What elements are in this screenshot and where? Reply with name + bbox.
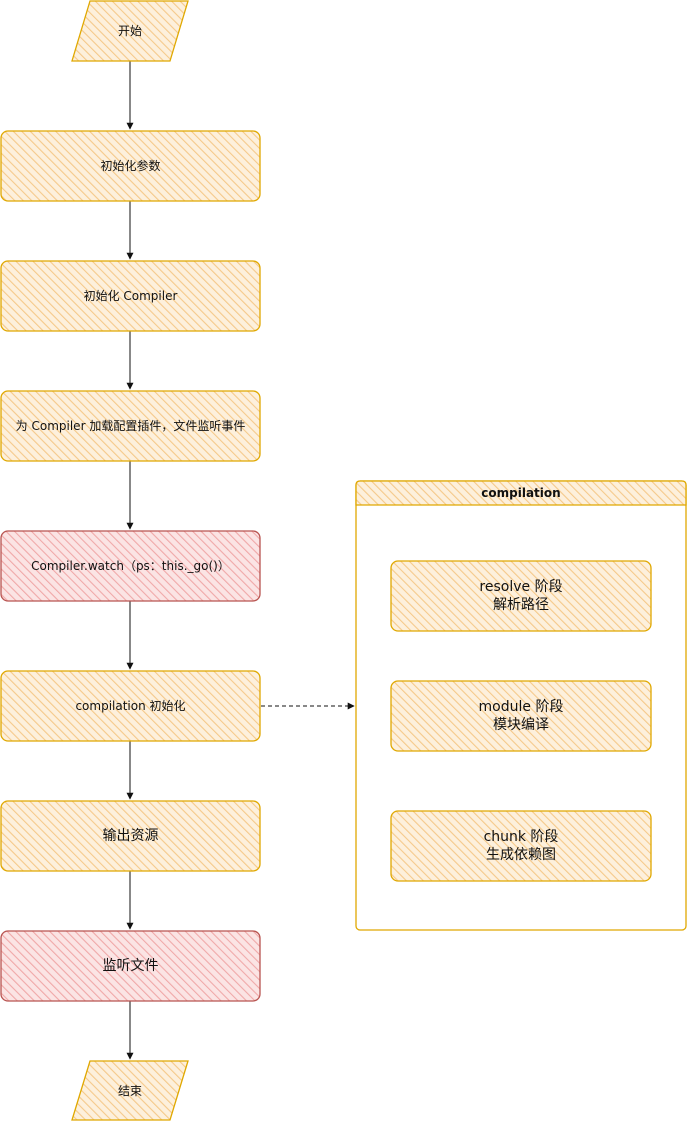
- load-plugins-node[interactable]: [0, 390, 261, 462]
- output-assets-node[interactable]: [0, 800, 261, 872]
- resolve-stage-node[interactable]: [390, 560, 652, 632]
- init-compiler-node[interactable]: [0, 260, 261, 332]
- compilation-init-node[interactable]: [0, 670, 261, 742]
- watch-files-node[interactable]: [0, 930, 261, 1002]
- module-stage-node[interactable]: [390, 680, 652, 752]
- end-node[interactable]: [71, 1060, 189, 1121]
- compiler-watch-node[interactable]: [0, 530, 261, 602]
- chunk-stage-node[interactable]: [390, 810, 652, 882]
- connectors: [126, 61, 355, 1060]
- start-node[interactable]: [71, 0, 189, 62]
- init-params-node[interactable]: [0, 130, 261, 202]
